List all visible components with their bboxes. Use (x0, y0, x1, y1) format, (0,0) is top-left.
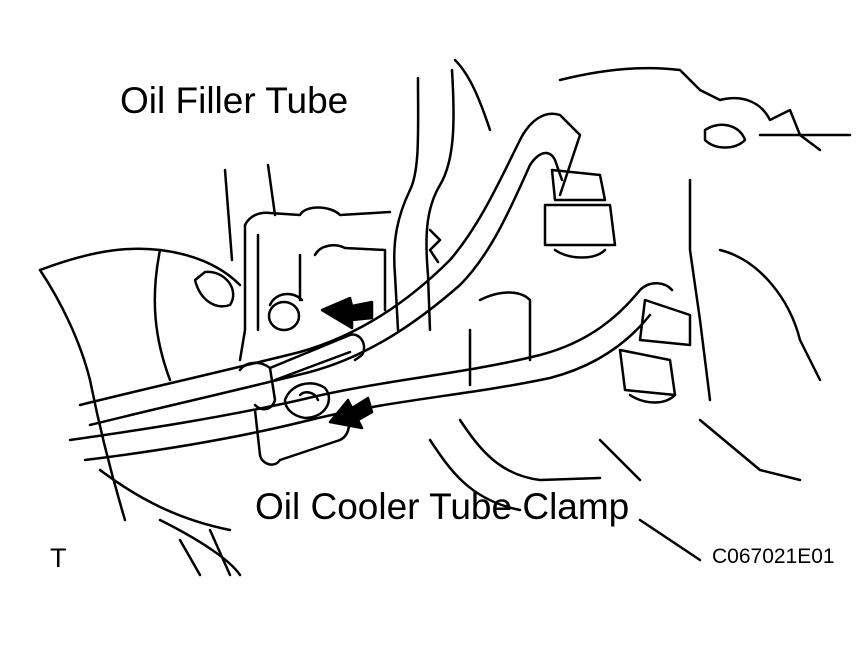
oil-filler-tube (225, 60, 490, 330)
oil-cooler-tube-clamp (240, 335, 364, 465)
figure-code: C067021E01 (712, 545, 835, 568)
engine-right-outline (430, 68, 850, 560)
arrows (322, 298, 372, 428)
corner-mark: T (50, 543, 67, 573)
engine-block-outline (40, 249, 240, 575)
bracket-plate (240, 208, 440, 361)
arrow-upper (322, 298, 372, 328)
oil-filler-tube-label: Oil Filler Tube (120, 80, 349, 121)
oil-cooler-tube-upper (80, 114, 615, 425)
arrow-lower (330, 398, 372, 428)
oil-cooler-tube-lower (70, 283, 690, 460)
oil-cooler-tube-clamp-label: Oil Cooler Tube Clamp (255, 486, 630, 527)
